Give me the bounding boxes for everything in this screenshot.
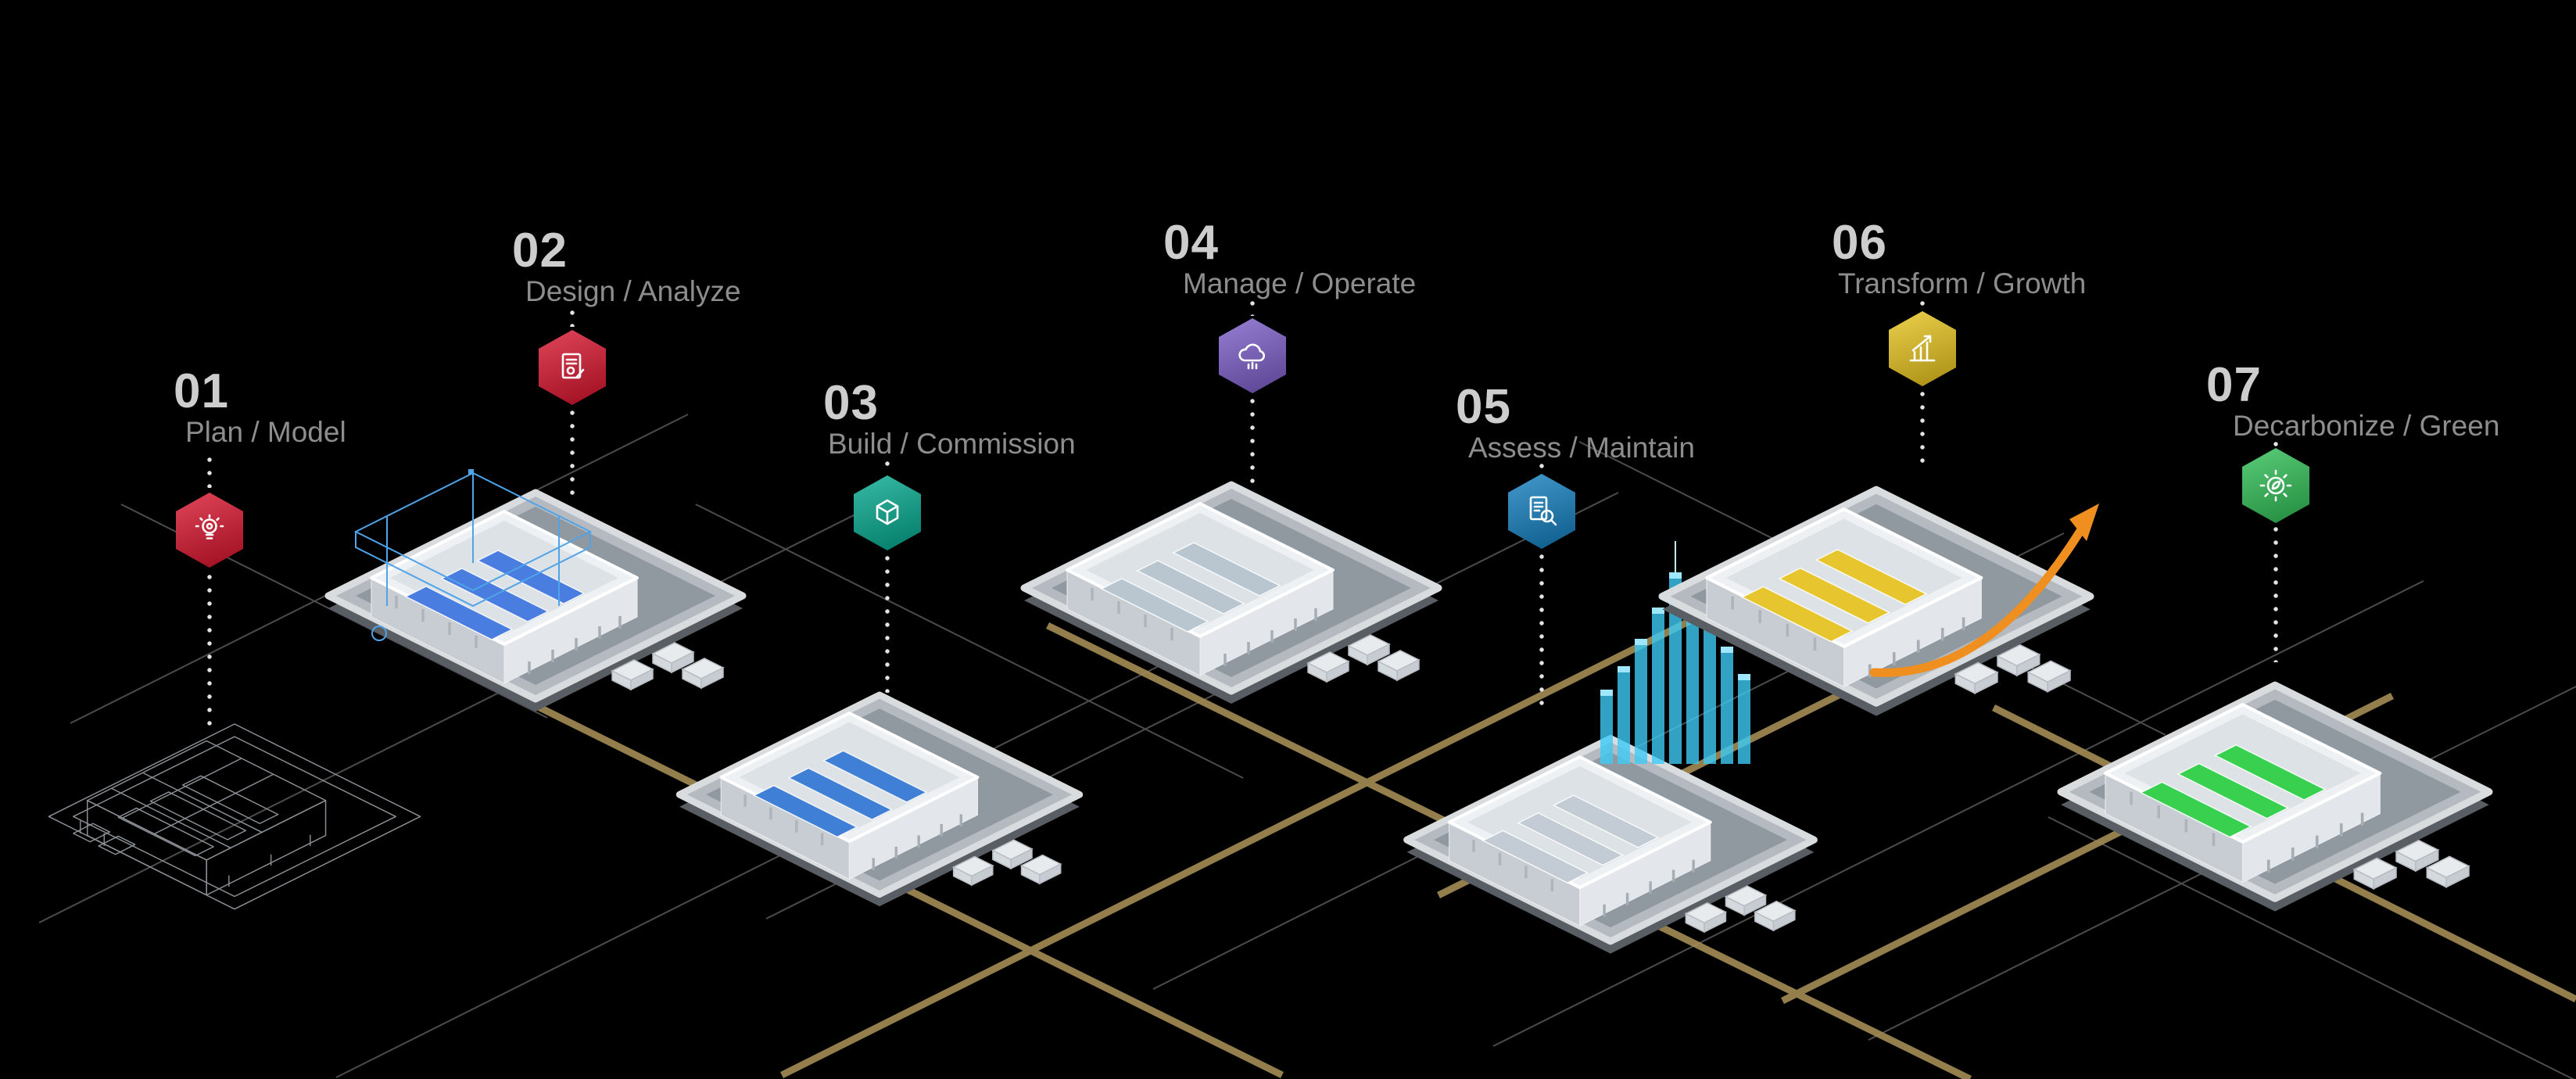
stage-number: 02 xyxy=(512,224,568,278)
dotted-connector xyxy=(1920,389,1925,468)
cloud-operations-icon xyxy=(1238,343,1266,370)
stage-07-decarbonize-green: 07 Decarbonize / Green xyxy=(2033,352,2525,930)
stage-04-manage-operate: 04 Manage / Operate xyxy=(1005,211,1470,751)
dotted-connector xyxy=(2273,525,2278,662)
transform-growth-badge xyxy=(1889,311,1956,386)
stage-number: 01 xyxy=(174,364,229,418)
dotted-connector xyxy=(207,455,212,488)
dotted-connector xyxy=(207,572,212,726)
energy-data-bars xyxy=(1600,541,1750,764)
dotted-connector xyxy=(885,459,890,473)
plan-model-badge xyxy=(176,493,243,568)
build-module-icon xyxy=(876,499,899,525)
stage-label: Design / Analyze xyxy=(525,275,741,307)
dotted-connector xyxy=(1539,552,1544,705)
dotted-connector xyxy=(570,408,575,500)
cad-wireframe-overlay xyxy=(353,469,593,641)
stage-label: Decarbonize / Green xyxy=(2233,410,2500,442)
stage-number: 07 xyxy=(2206,358,2262,412)
building-illustration xyxy=(2040,653,2510,944)
dotted-connector xyxy=(1250,396,1255,492)
dotted-connector xyxy=(570,308,575,327)
assess-maintain-badge xyxy=(1508,474,1575,549)
dotted-connector xyxy=(885,554,890,693)
dotted-connector xyxy=(2273,439,2278,446)
dotted-connector xyxy=(1250,299,1255,316)
growth-chart-icon xyxy=(1909,335,1936,362)
growth-arrow xyxy=(1869,504,2099,677)
stage-number: 05 xyxy=(1456,380,1511,434)
eco-gear-icon xyxy=(2259,469,2292,502)
stage-number: 03 xyxy=(823,376,879,430)
stage-label: Assess / Maintain xyxy=(1468,432,1695,464)
dotted-connector xyxy=(1539,461,1544,472)
stage-label: Manage / Operate xyxy=(1183,267,1417,299)
design-document-icon xyxy=(561,353,585,379)
idea-lightbulb-icon xyxy=(195,514,224,540)
stage-06-transform-growth: 06 Transform / Growth xyxy=(1642,211,2123,774)
stage-number: 04 xyxy=(1163,216,1219,270)
stage-number: 06 xyxy=(1832,216,1887,270)
stage-01-plan-model: 01 Plan / Model xyxy=(31,360,453,977)
stage-label: Plan / Model xyxy=(185,416,346,448)
build-commission-badge xyxy=(854,475,921,550)
stage-03-build-commission: 03 Build / Commission xyxy=(657,371,1106,934)
stage-label: Build / Commission xyxy=(828,428,1076,460)
stage-02-design-analyze: 02 Design / Analyze xyxy=(309,219,766,758)
design-analyze-badge xyxy=(539,330,606,405)
decarbonize-green-badge xyxy=(2242,448,2309,523)
dotted-connector xyxy=(1920,299,1925,310)
manage-operate-badge xyxy=(1219,318,1286,393)
stage-label: Transform / Growth xyxy=(1838,267,2087,299)
assessment-document-icon xyxy=(1529,496,1557,526)
stage-05-assess-maintain: 05 Assess / Maintain xyxy=(1384,375,1849,954)
